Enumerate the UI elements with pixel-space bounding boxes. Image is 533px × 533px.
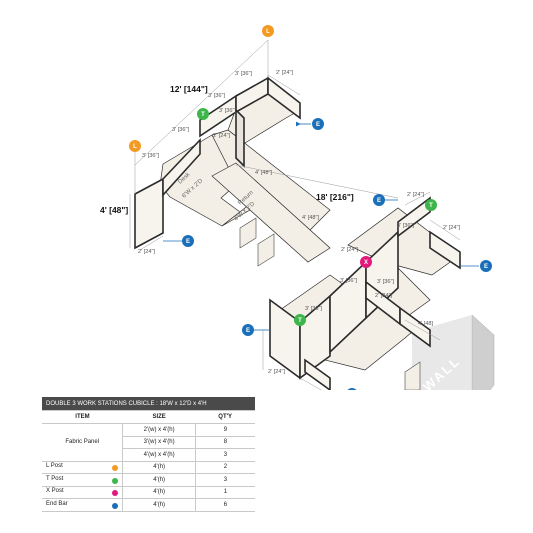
dim-24-d: 2' [24"] (341, 247, 358, 253)
cubicle-isometric-diagram: WALL (100, 25, 495, 390)
dim-36-h: 3' [36"] (377, 279, 394, 285)
table-header-row: ITEM SIZE QT'Y (42, 410, 255, 424)
table-title-row: DOUBLE 3 WORK STATIONS CUBICLE : 18'W x … (42, 397, 255, 411)
row-qty: 1 (195, 486, 255, 499)
svg-text:E: E (484, 264, 488, 270)
svg-text:E: E (186, 239, 190, 245)
header-qty: QT'Y (195, 410, 255, 424)
l-post-left: L (129, 140, 141, 152)
dim-24-e: 2' [24"] (407, 192, 424, 198)
svg-text:L: L (266, 29, 270, 35)
row-item-label: L Post (46, 463, 63, 470)
row-size: 4'(h) (122, 473, 196, 487)
dim-36-i: 3' [36"] (305, 306, 322, 312)
row-item-label: T Post (46, 475, 64, 482)
end-bar-e3: E (373, 194, 398, 206)
svg-text:T: T (298, 318, 302, 324)
svg-text:L: L (133, 144, 137, 150)
end-bar-e2: E (163, 235, 194, 247)
row-size: 4'(h) (122, 486, 196, 499)
row-item-label: End Bar (46, 500, 68, 507)
row-size: 4'(h) (122, 498, 196, 512)
dim-36-c: 3' [36"] (219, 108, 236, 114)
svg-text:E: E (316, 122, 320, 128)
dim-24-a: 2' [24"] (276, 70, 293, 76)
header-size: SIZE (122, 410, 196, 424)
svg-text:X: X (364, 260, 368, 266)
dim-24-f: 2' [24"] (443, 225, 460, 231)
dim-24-g: 2' [24"] (375, 293, 392, 299)
row-qty: 2 (195, 461, 255, 474)
fabric-panel-label: Fabric Panel (42, 423, 123, 462)
row-item: T Post (42, 473, 123, 487)
table-row: Fabric Panel 2'(w) x 4'(h) 9 (42, 423, 255, 462)
svg-text:T: T (429, 203, 433, 209)
svg-text:E: E (377, 198, 381, 204)
spec-table: DOUBLE 3 WORK STATIONS CUBICLE : 18'W x … (42, 397, 255, 512)
end-bar-e4: E (460, 260, 492, 272)
end-bar-e5: E (242, 324, 270, 336)
t-post-upper: T (197, 108, 209, 120)
dim-36-a: 3' [36"] (235, 71, 252, 77)
table-row: L Post 4'(h) 2 (42, 461, 255, 474)
dim-24-c: 2' [24"] (138, 249, 155, 255)
dim-18ft: 18' [216"] (316, 192, 354, 202)
table-title: DOUBLE 3 WORK STATIONS CUBICLE : 18'W x … (42, 397, 255, 411)
dim-24-h: 2' [24"] (268, 369, 285, 375)
dim-36-b: 3' [36"] (208, 93, 225, 99)
end-bar-e6: E (347, 388, 357, 390)
svg-text:T: T (201, 112, 205, 118)
dim-36-d: 3' [36"] (172, 127, 189, 133)
header-item: ITEM (42, 410, 123, 424)
row-qty: 8 (195, 436, 255, 449)
row-qty: 9 (195, 423, 255, 437)
table-row: 3'(w) x 4'(h) 8 (42, 436, 255, 449)
end-bar-e1: E (296, 118, 324, 130)
dim-48-a: 4' [48"] (255, 170, 272, 176)
row-item-label: X Post (46, 488, 64, 495)
row-size: 2'(w) x 4'(h) (122, 423, 196, 437)
dimension-lines (129, 39, 461, 390)
end-bar-dot-icon (112, 502, 119, 509)
l-post-dot-icon (112, 465, 119, 472)
dim-12ft: 12' [144"] (170, 84, 208, 94)
table-row: T Post 4'(h) 3 (42, 473, 255, 487)
x-post-dot-icon (112, 490, 119, 497)
row-qty: 3 (195, 473, 255, 487)
x-post-center: X (360, 256, 372, 268)
t-post-dot-icon (112, 477, 119, 484)
t-post-right: T (425, 199, 437, 211)
dim-48-b: 4' [48"] (302, 215, 319, 221)
row-item: X Post (42, 486, 123, 499)
dim-36-f: 3' [36"] (397, 223, 414, 229)
row-item: End Bar (42, 498, 123, 512)
row-qty: 6 (195, 498, 255, 512)
row-size: 4'(h) (122, 461, 196, 474)
table-row: 4'(w) x 4'(h) 3 (42, 448, 255, 462)
t-post-lower: T (294, 314, 306, 326)
dim-24-b: 2' [24"] (213, 133, 230, 139)
row-size: 4'(w) x 4'(h) (122, 448, 196, 462)
table-row: X Post 4'(h) 1 (42, 486, 255, 499)
row-qty: 3 (195, 448, 255, 462)
svg-text:E: E (246, 328, 250, 334)
drawer-pedestals (239, 217, 421, 390)
row-item: L Post (42, 461, 123, 474)
dim-36-g: 3' [36"] (340, 278, 357, 284)
dim-36-e: 3' [36"] (142, 153, 159, 159)
fabric-panels (134, 76, 461, 390)
dim-48-c: 4' [48] (418, 321, 434, 327)
dim-4ft: 4' [48"] (100, 205, 128, 215)
table-row: End Bar 4'(h) 6 (42, 498, 255, 512)
row-size: 3'(w) x 4'(h) (122, 436, 196, 449)
l-post-top: L (262, 25, 274, 37)
